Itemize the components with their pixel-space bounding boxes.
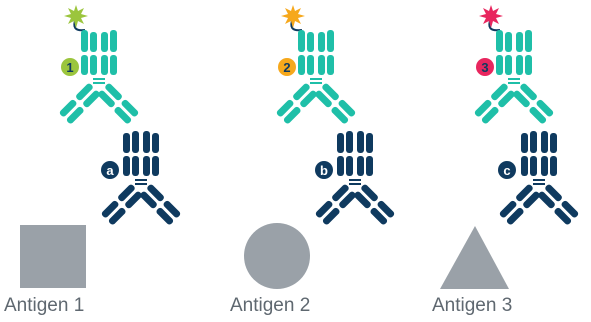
primary-badge-label: 2 xyxy=(283,60,290,75)
primary-badge-label: 3 xyxy=(481,60,488,75)
antigen-triangle xyxy=(440,226,509,289)
star-icon xyxy=(64,5,88,28)
primary-antibody xyxy=(57,29,141,126)
star-icon xyxy=(479,5,503,28)
secondary-badge xyxy=(498,161,516,179)
secondary-badge-label: a xyxy=(106,163,114,178)
secondary-badge-label: c xyxy=(503,163,510,178)
panel-2: 2 b xyxy=(244,5,397,289)
fluorophore-label-1 xyxy=(64,5,88,32)
secondary-antibody xyxy=(497,130,581,227)
star-icon xyxy=(281,5,305,28)
antigen-circle xyxy=(244,223,310,289)
antigen-label-2: Antigen 2 xyxy=(230,295,311,316)
secondary-badge-label: b xyxy=(320,163,328,178)
secondary-badge xyxy=(101,161,119,179)
primary-antibody xyxy=(472,29,556,126)
antigen-square xyxy=(20,225,86,288)
primary-badge xyxy=(61,58,79,76)
primary-badge xyxy=(476,58,494,76)
fluorophore-label-2 xyxy=(281,5,305,32)
primary-antibody xyxy=(274,29,358,126)
primary-badge-label: 1 xyxy=(66,60,73,75)
antigen-label-3: Antigen 3 xyxy=(432,295,513,316)
panel-1: 1 a xyxy=(20,5,183,288)
antigen-label-1: Antigen 1 xyxy=(4,295,85,316)
fluorophore-label-3 xyxy=(479,5,503,32)
primary-badge xyxy=(278,58,296,76)
panel-3: 3 c xyxy=(440,5,581,289)
secondary-badge xyxy=(315,161,333,179)
